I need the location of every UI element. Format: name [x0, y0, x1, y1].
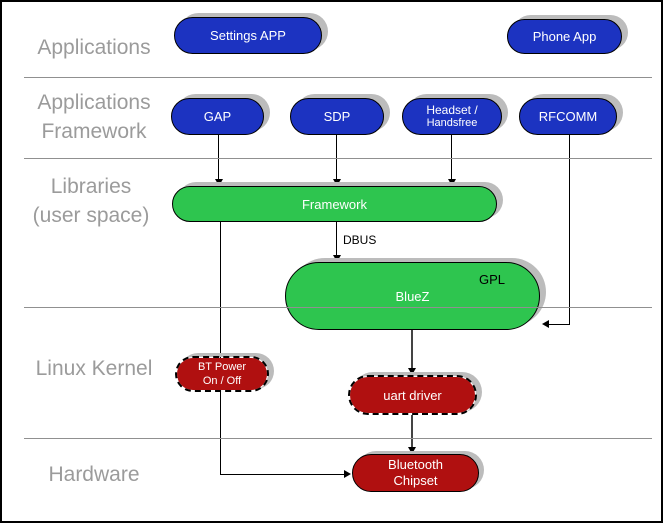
- node-label: Phone App: [532, 29, 597, 44]
- node-bluez: BlueZ GPL: [285, 262, 540, 330]
- arrowhead-down-icon: [408, 447, 416, 454]
- layer-label-line: Hardware: [48, 463, 140, 486]
- node-label: BlueZ: [395, 288, 430, 304]
- node-label: Headset /: [426, 102, 478, 117]
- layer-label-line: Applications: [37, 36, 151, 59]
- arrow-bluez-to-uart: [411, 330, 413, 369]
- arrowhead-down-icon: [333, 179, 341, 186]
- gpl-license-badge: GPL: [478, 272, 505, 287]
- node-gap: GAP: [171, 98, 264, 135]
- node-label: Chipset: [393, 473, 438, 488]
- node-label: Settings APP: [210, 28, 286, 43]
- arrow-framework-to-bluez: [336, 222, 337, 256]
- layer-label-line: Framework: [41, 120, 147, 143]
- node-bt-power-on-off: BT Power On / Off: [175, 356, 269, 392]
- node-uart-driver: uart driver: [348, 375, 477, 415]
- node-settings-app: Settings APP: [174, 17, 322, 54]
- node-bluetooth-chipset: Bluetooth Chipset: [352, 454, 479, 492]
- arrow-gap-to-framework: [218, 135, 219, 180]
- arrowhead-down-icon: [448, 179, 456, 186]
- layer-label-applications: Applications: [14, 33, 174, 62]
- node-label: Handsfree: [426, 116, 478, 129]
- layer-label-line: Linux Kernel: [35, 357, 153, 380]
- node-label: Framework: [301, 196, 367, 212]
- layer-divider: [24, 158, 652, 159]
- node-label: SDP: [323, 109, 351, 124]
- dbus-edge-label: DBUS: [343, 233, 377, 247]
- layer-divider: [24, 77, 652, 78]
- layer-label-line: Applications: [37, 91, 151, 114]
- arrowhead-down-icon: [333, 255, 341, 262]
- node-label: RFCOMM: [538, 109, 598, 124]
- arrow-uart-to-chipset: [411, 415, 413, 448]
- arrowhead-down-icon: [215, 179, 223, 186]
- layer-label-linux-kernel: Linux Kernel: [14, 354, 174, 383]
- layer-label-line: Libraries: [50, 175, 132, 198]
- arrow-framework-to-chipset-horizontal: [220, 474, 345, 475]
- node-label: Bluetooth: [388, 457, 443, 472]
- arrow-framework-to-chipset-vertical: [220, 222, 221, 475]
- layer-label-applications-framework: Applications Framework: [14, 88, 174, 146]
- node-phone-app: Phone App: [507, 19, 622, 54]
- node-framework: Framework: [172, 186, 497, 222]
- arrowhead-left-icon: [542, 320, 549, 328]
- layer-label-hardware: Hardware: [14, 460, 174, 489]
- arrow-headset-to-framework: [451, 135, 452, 180]
- layer-label-line: (user space): [32, 204, 150, 227]
- node-headset-handsfree: Headset / Handsfree: [402, 98, 502, 135]
- arrow-sdp-to-framework: [336, 135, 337, 180]
- node-rfcomm: RFCOMM: [519, 98, 617, 135]
- arrowhead-right-icon: [344, 470, 351, 478]
- arrowhead-down-icon: [408, 368, 416, 375]
- node-label: On / Off: [202, 375, 242, 387]
- node-label: uart driver: [383, 387, 442, 403]
- node-label: BT Power: [197, 361, 247, 373]
- layer-divider: [24, 438, 652, 439]
- node-label: GAP: [203, 109, 232, 124]
- arrow-rfcomm-to-bluez-vertical: [569, 135, 570, 325]
- layer-label-libraries: Libraries (user space): [10, 172, 172, 230]
- node-sdp: SDP: [290, 98, 384, 135]
- arrow-rfcomm-to-bluez-horizontal: [549, 324, 570, 325]
- layer-divider: [24, 307, 652, 308]
